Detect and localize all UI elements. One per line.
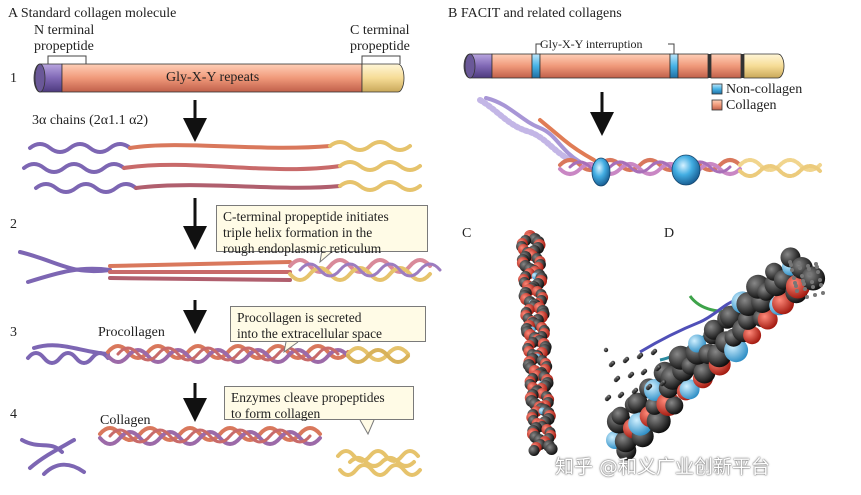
callout-2-line-1: C-terminal propeptide initiates — [223, 209, 389, 224]
atom — [810, 280, 814, 284]
n-propeptide-bracket — [47, 55, 87, 64]
atom — [803, 287, 807, 291]
callout-3-line-2: into the extracellular space — [237, 326, 383, 341]
watermark-text: 知乎 @和义广业创新平台 — [555, 456, 771, 478]
atom — [816, 270, 820, 274]
facit-helix — [477, 96, 822, 178]
step-number-2: 2 — [10, 217, 17, 232]
atom — [797, 261, 801, 265]
callout-secretion: Procollagen is secreted into the extrace… — [230, 306, 426, 342]
atom — [633, 387, 639, 393]
atom — [805, 295, 809, 299]
atom — [818, 278, 822, 282]
atom — [611, 406, 630, 425]
non-collagen-domain-1 — [591, 157, 611, 187]
atom — [795, 289, 799, 293]
gly-x-y-label: Gly-X-Y repeats — [166, 70, 260, 85]
callout-pointer-3 — [283, 341, 299, 354]
atom — [652, 348, 658, 354]
atom — [757, 309, 778, 330]
legend-swatch-collagen — [711, 99, 723, 111]
atom — [638, 352, 644, 358]
space-filling-helix — [516, 230, 558, 456]
facit-bar — [463, 53, 785, 79]
callout-cleavage: Enzymes cleave propeptides to form colla… — [224, 386, 414, 421]
procollagen-label: Procollagen — [98, 325, 165, 340]
atom — [610, 360, 616, 366]
helix-initiation — [18, 250, 442, 284]
cleaved-propeptides-n — [20, 438, 86, 476]
c-propeptide-label: propeptide — [350, 39, 410, 54]
atom — [808, 272, 812, 276]
panel-d-title: D — [664, 226, 675, 241]
step-number-3: 3 — [10, 325, 17, 340]
step-number-1: 1 — [10, 71, 17, 86]
alpha-chains — [22, 140, 422, 194]
atom — [821, 291, 825, 295]
collagen-label: Collagen — [100, 413, 151, 428]
legend-label-collagen: Collagen — [726, 98, 777, 113]
non-collagen-domain-2 — [671, 154, 701, 186]
interruption-bracket — [535, 43, 675, 54]
atom — [606, 394, 612, 400]
interruption-label: Gly-X-Y interruption — [540, 37, 643, 51]
atom — [545, 443, 558, 455]
atom — [792, 276, 796, 280]
atom — [789, 263, 793, 267]
atom — [802, 282, 806, 286]
atom — [815, 265, 819, 269]
callout-helix-initiation: C-terminal propeptide initiates triple h… — [216, 205, 428, 256]
atom — [642, 368, 648, 374]
n-terminal-label: N terminal — [34, 23, 95, 38]
atom — [665, 396, 684, 415]
atom — [619, 391, 625, 397]
atom — [679, 379, 700, 400]
callout-4-line-1: Enzymes cleave propeptides — [231, 390, 385, 405]
atom — [624, 356, 630, 362]
legend-swatch-non-collagen — [711, 83, 723, 95]
panel-c-title: C — [462, 226, 472, 241]
callout-4-line-2: to form collagen — [231, 406, 321, 421]
legend-label-non-collagen: Non-collagen — [726, 82, 803, 97]
atom — [661, 379, 667, 385]
procollagen-helix — [26, 343, 410, 365]
c-terminal-label: C terminal — [350, 23, 410, 38]
atom — [811, 285, 815, 289]
collagen-helix — [98, 426, 322, 446]
atom — [800, 274, 804, 278]
facit-molecular-model — [603, 247, 826, 461]
callout-2-line-3: rough endoplasmic reticulum — [223, 241, 382, 256]
step-number-4: 4 — [10, 407, 17, 422]
atom — [629, 371, 635, 377]
atom — [528, 445, 540, 456]
standard-collagen-bar — [33, 63, 405, 93]
callout-3-line-1: Procollagen is secreted — [237, 310, 362, 325]
atom — [807, 267, 811, 271]
atom — [647, 383, 653, 389]
callout-pointer-2 — [319, 249, 335, 264]
callout-pointer-4 — [359, 419, 375, 436]
cleaved-propeptides-c — [336, 449, 422, 477]
panel-b-title: B FACIT and related collagens — [448, 6, 622, 21]
atom — [794, 284, 798, 288]
atom — [627, 392, 648, 413]
c-propeptide-bracket — [361, 55, 401, 64]
atom — [798, 266, 802, 270]
atom — [615, 375, 621, 381]
atom — [656, 364, 662, 370]
atom — [743, 326, 762, 345]
atom — [603, 347, 609, 353]
atom — [819, 283, 823, 287]
atom — [813, 293, 817, 297]
n-propeptide-label: propeptide — [34, 39, 94, 54]
panel-a-title: A Standard collagen molecule — [8, 6, 177, 21]
atom — [790, 268, 794, 272]
alpha-chains-label: 3α chains (2α1.1 α2) — [32, 113, 149, 128]
callout-2-line-2: triple helix formation in the — [223, 225, 373, 240]
